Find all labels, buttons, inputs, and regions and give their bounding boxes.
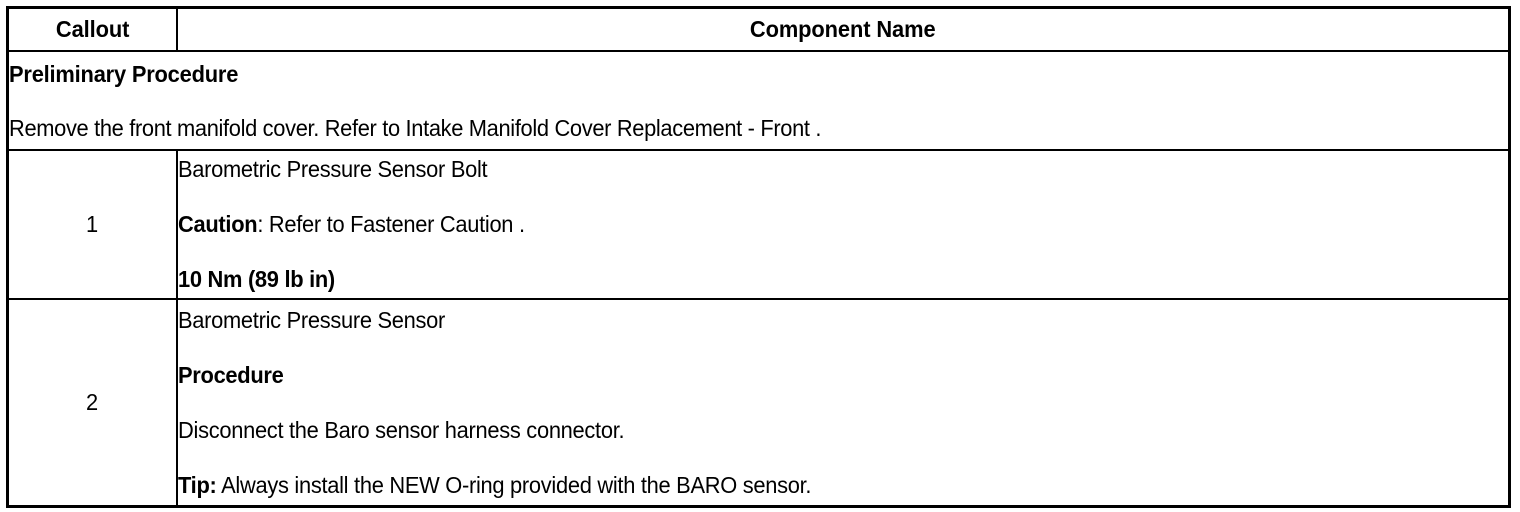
procedure-step: Disconnect the Baro sensor harness conne… (177, 416, 625, 443)
table-header-row: Callout Component Name (6, 6, 1511, 52)
table-row: 2 Barometric Pressure Sensor Procedure D… (6, 298, 1511, 508)
torque-spec: 10 Nm (89 lb in) (177, 266, 335, 292)
component-title: Barometric Pressure Sensor (177, 306, 445, 333)
column-header-callout-label: Callout (55, 16, 129, 42)
procedure-heading: Procedure (177, 361, 284, 388)
column-header-component-name: Component Name (175, 6, 1511, 52)
callout-number-cell: 2 (6, 298, 178, 508)
callout-number: 2 (85, 389, 99, 415)
tip-label: Tip: (177, 471, 217, 498)
caution-note: Caution: Refer to Fastener Caution . (178, 210, 1509, 239)
column-header-callout: Callout (6, 6, 178, 52)
tip-note: Tip: Always install the NEW O-ring provi… (178, 471, 1509, 500)
preliminary-procedure-body: Remove the front manifold cover. Refer t… (9, 114, 822, 141)
component-title: Barometric Pressure Sensor Bolt (177, 156, 488, 182)
caution-label: Caution (177, 211, 258, 237)
caution-text: : Refer to Fastener Caution . (256, 211, 525, 237)
component-callout-table: Callout Component Name Preliminary Proce… (6, 6, 1511, 508)
component-name-cell: Barometric Pressure Sensor Procedure Dis… (175, 298, 1511, 508)
callout-number: 1 (85, 211, 99, 237)
column-header-component-name-label: Component Name (749, 16, 936, 42)
preliminary-procedure-title: Preliminary Procedure (9, 60, 239, 87)
callout-number-cell: 1 (6, 149, 178, 300)
table-row: 1 Barometric Pressure Sensor Bolt Cautio… (6, 149, 1511, 300)
tip-text: Always install the NEW O-ring provided w… (216, 471, 811, 498)
component-name-cell: Barometric Pressure Sensor Bolt Caution:… (175, 149, 1511, 300)
preliminary-procedure-row: Preliminary Procedure Remove the front m… (6, 50, 1511, 151)
preliminary-procedure-cell: Preliminary Procedure Remove the front m… (6, 50, 1511, 151)
